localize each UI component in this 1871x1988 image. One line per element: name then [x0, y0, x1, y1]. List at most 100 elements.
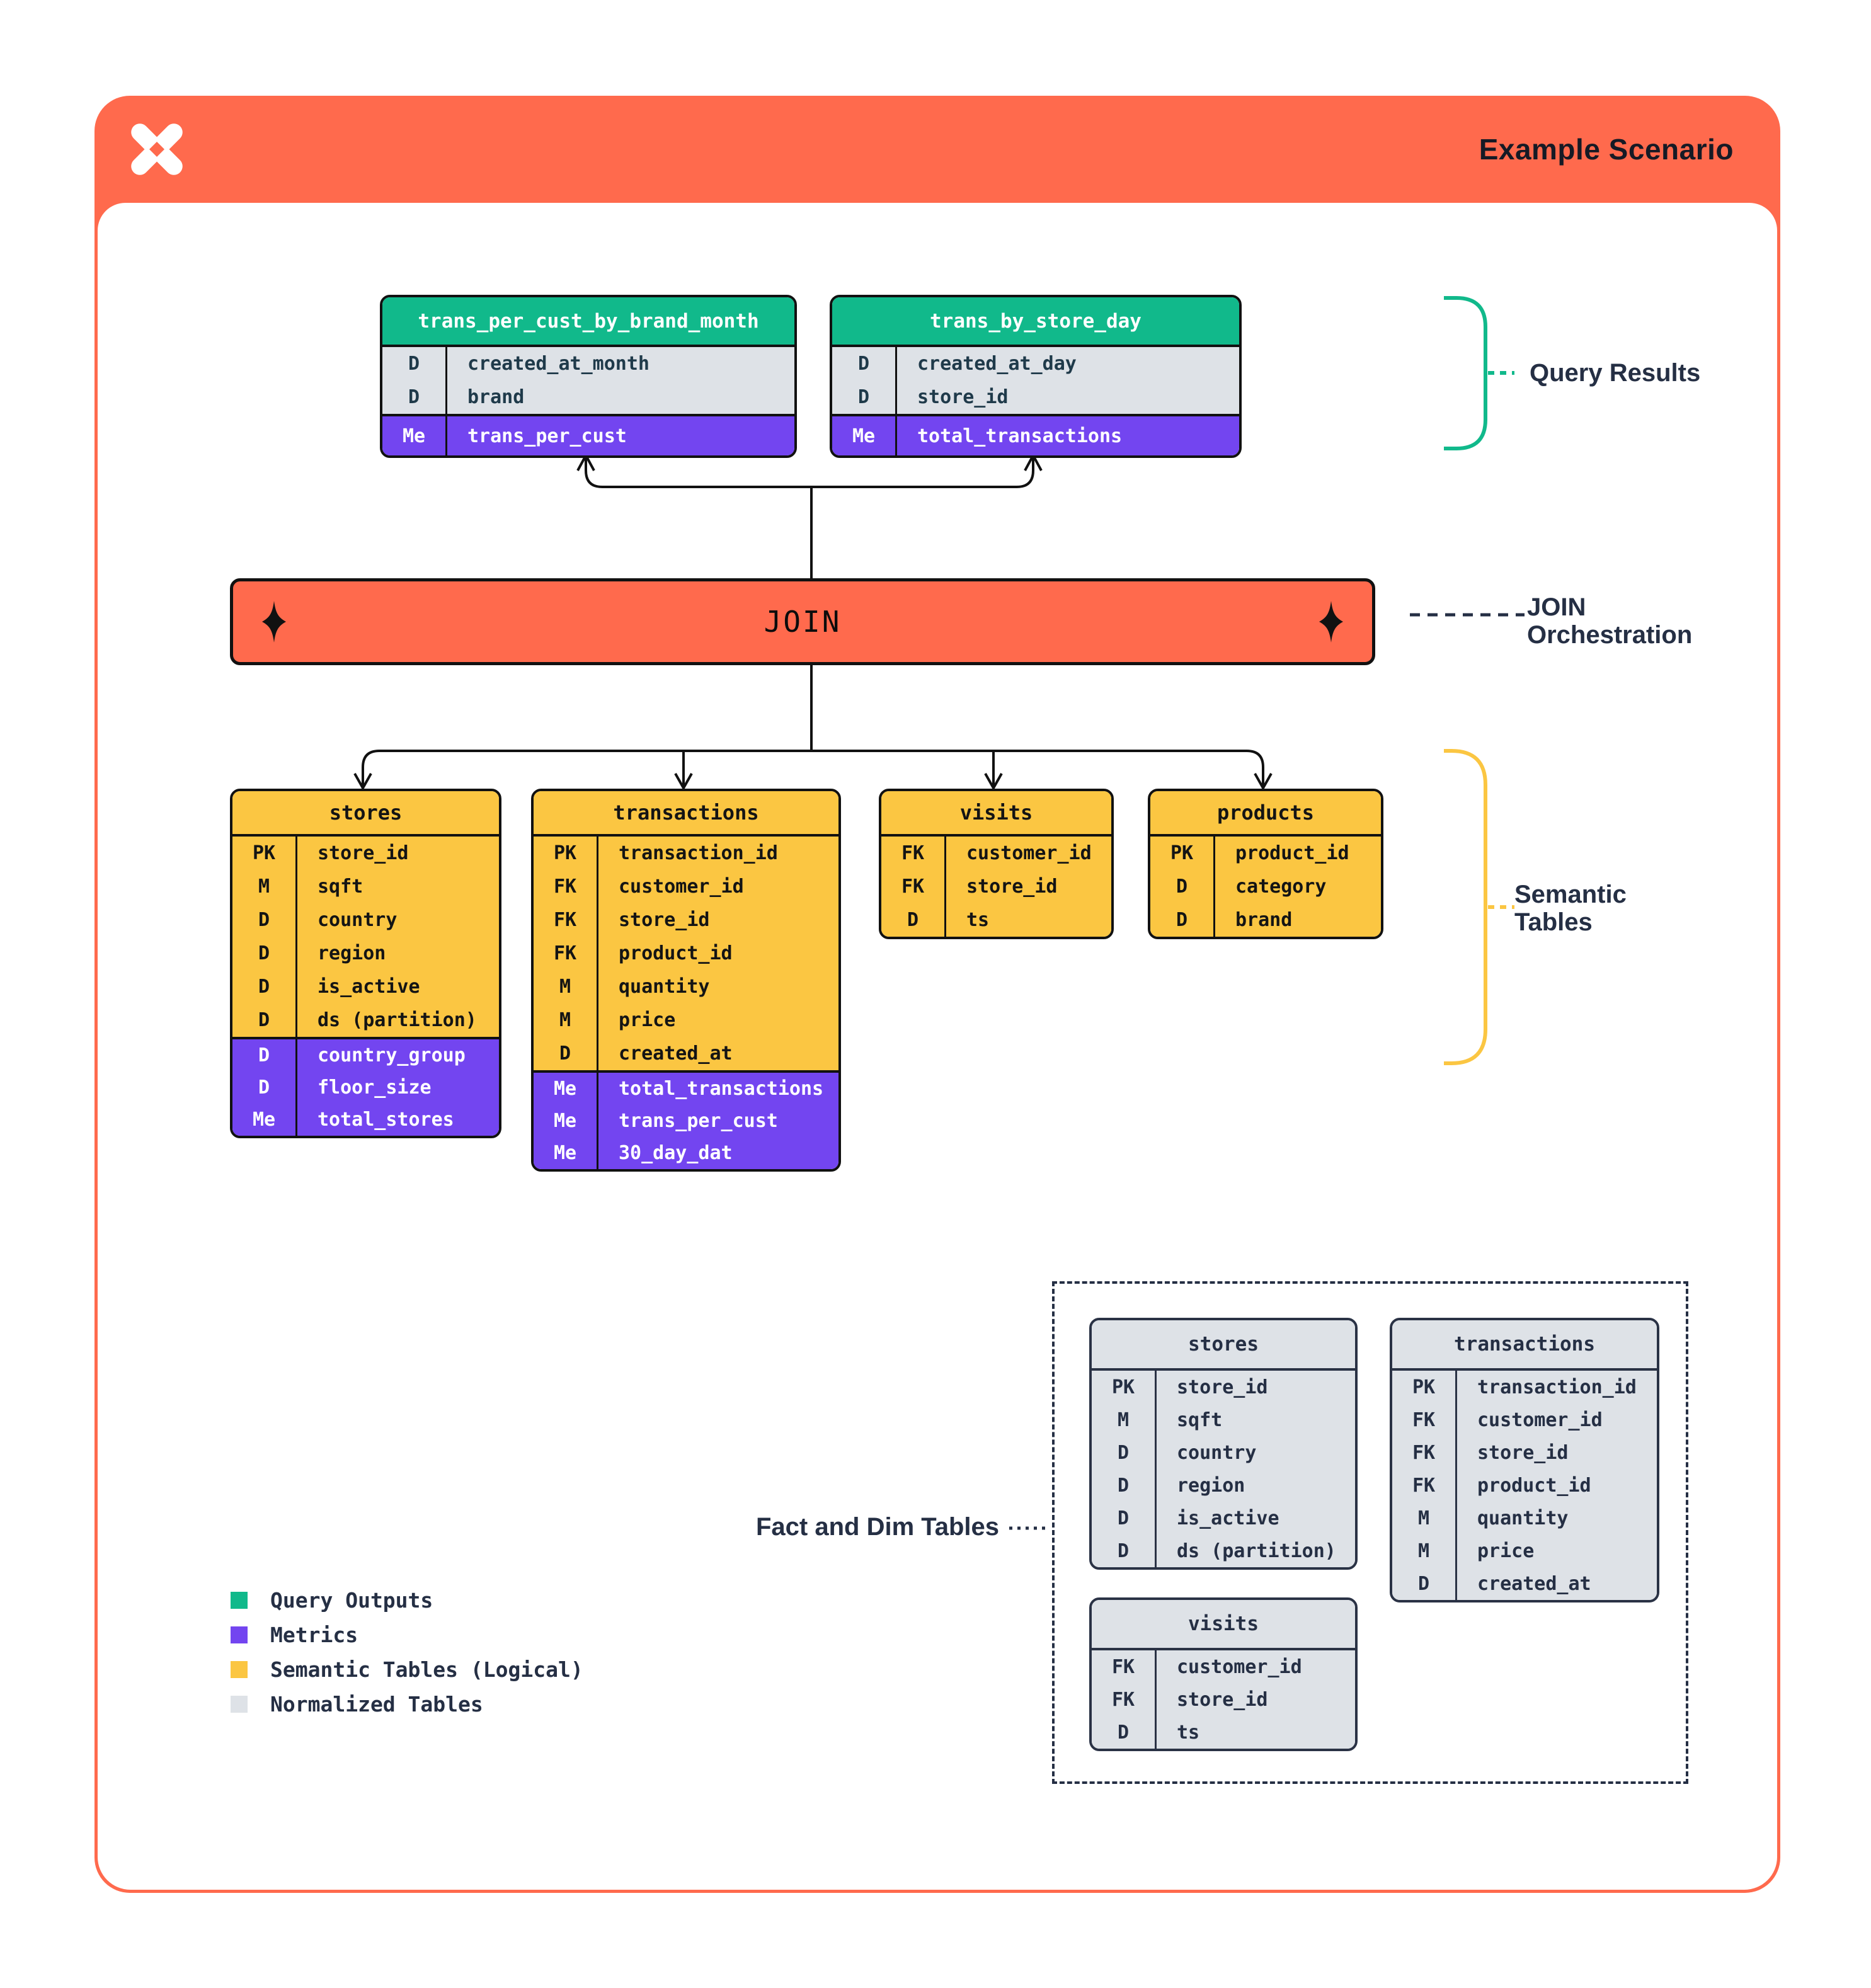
column-key: D	[232, 937, 297, 970]
column-name: transaction_id	[1477, 1376, 1637, 1398]
column-name: product_id	[1235, 842, 1349, 864]
column-key: M	[534, 1003, 598, 1037]
column-key: D	[534, 1037, 598, 1070]
column-key: D	[881, 903, 946, 937]
column-name: country_group	[318, 1044, 466, 1066]
column-key: FK	[1092, 1650, 1157, 1683]
table-title: transactions	[534, 791, 838, 834]
table-row: PK product_id	[1150, 837, 1381, 870]
table-title: transactions	[1392, 1320, 1657, 1368]
table-title: trans_by_store_day	[832, 297, 1239, 345]
column-name: trans_per_cust	[619, 1110, 778, 1132]
column-name: floor_size	[318, 1077, 432, 1099]
column-name: region	[1177, 1474, 1245, 1497]
column-name: ds (partition)	[318, 1009, 477, 1031]
join-orchestration-label-line2: Orchestration	[1527, 621, 1693, 649]
column-name: created_at_month	[467, 353, 649, 375]
column-name: store_id	[1477, 1441, 1569, 1464]
column-key: D	[1150, 870, 1215, 903]
column-name: ds (partition)	[1177, 1540, 1336, 1562]
column-key: PK	[1150, 837, 1215, 870]
column-key: Me	[382, 416, 447, 455]
legend-item: Metrics	[231, 1622, 583, 1647]
column-name: price	[1477, 1540, 1535, 1562]
table-row: PK transaction_id	[1392, 1371, 1657, 1403]
join-orchestration-label: JOIN Orchestration	[1527, 593, 1692, 649]
table-title: visits	[881, 791, 1111, 834]
column-key: FK	[1392, 1403, 1457, 1436]
join-orchestration-label-line1: JOIN	[1527, 593, 1586, 621]
column-key: D	[1150, 903, 1215, 937]
pinwheel-x-logo-icon	[131, 123, 183, 175]
legend-item: Normalized Tables	[231, 1691, 583, 1717]
column-key: FK	[534, 903, 598, 937]
page-title: Example Scenario	[1479, 133, 1734, 166]
column-key: D	[1092, 1534, 1157, 1567]
column-key: FK	[881, 837, 946, 870]
column-key: D	[832, 347, 897, 380]
column-key: D	[232, 1039, 297, 1071]
table-title: trans_per_cust_by_brand_month	[382, 297, 794, 345]
column-key: FK	[1392, 1436, 1457, 1469]
column-name: store_id	[619, 909, 710, 931]
column-name: brand	[1235, 909, 1293, 931]
column-key: D	[1392, 1567, 1457, 1600]
column-name: brand	[467, 386, 525, 408]
column-name: country	[318, 909, 398, 931]
column-key: M	[1392, 1534, 1457, 1567]
four-point-star-icon	[1319, 601, 1343, 643]
table-title: stores	[232, 791, 499, 834]
column-name: region	[318, 942, 386, 964]
legend-swatch-icon	[231, 1695, 248, 1713]
column-name: total_transactions	[917, 425, 1123, 447]
column-key: Me	[534, 1137, 598, 1169]
semantic-tables-label-line1: Semantic	[1514, 881, 1627, 908]
column-key: PK	[1392, 1371, 1457, 1403]
column-key: D	[832, 380, 897, 414]
column-key: D	[232, 1003, 297, 1037]
legend-label: Normalized Tables	[270, 1691, 483, 1717]
legend-label: Query Outputs	[270, 1587, 433, 1613]
column-name: quantity	[1477, 1507, 1569, 1529]
semantic-tables-label-line2: Tables	[1514, 908, 1593, 936]
fact-dim-tables-label: Fact and Dim Tables	[755, 1513, 999, 1541]
column-name: ts	[966, 909, 990, 931]
table-title: visits	[1092, 1600, 1355, 1648]
